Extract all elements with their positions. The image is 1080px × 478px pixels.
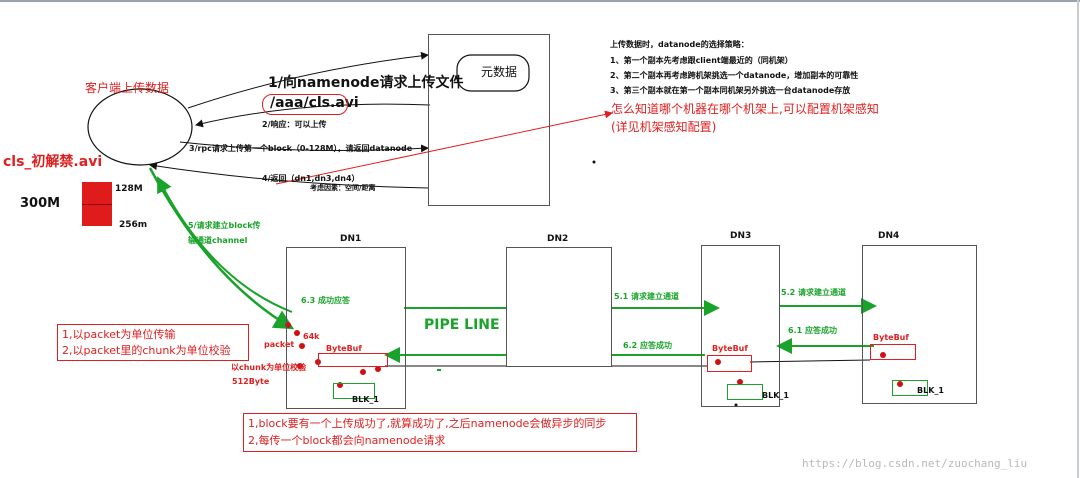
dn1-blk: BLK_1 <box>352 395 379 404</box>
pipeline-6-3: 6.3 成功应答 <box>301 296 350 305</box>
dot <box>592 160 596 164</box>
arrow-rack-note <box>275 110 613 185</box>
dn3-bytebuf: ByteBuf <box>712 344 748 353</box>
arrow-response-ok <box>195 103 431 128</box>
dn1-blk-box <box>333 383 375 399</box>
file-name: cls_初解禁.avi <box>3 154 103 170</box>
dot <box>734 403 738 407</box>
dn3-box <box>701 245 780 407</box>
step-5-label-1: 5/请求建立block传 <box>188 221 261 230</box>
arrow-channel-request <box>148 167 295 330</box>
strategy-item-3: 3、第三个副本就在第一个副本同机架另外挑选一台datanode存放 <box>610 86 851 95</box>
block-divider <box>82 204 112 205</box>
arrow-request-upload <box>187 51 429 109</box>
arrow-rpc-block <box>179 141 429 153</box>
client-label: 客户端上传数据 <box>85 81 170 95</box>
path-highlight <box>262 94 348 115</box>
dn1-box <box>286 247 406 409</box>
dn1-bytebuf: ByteBuf <box>326 344 362 353</box>
block-note-1: 1,block要有一个上传成功了,就算成功了,之后namenode会做异步的同步 <box>248 417 607 430</box>
namenode-box <box>428 34 550 206</box>
rack-note-2: (详见机架感知配置) <box>611 120 717 134</box>
block-1-size: 128M <box>115 184 143 194</box>
step-3-label: 3/rpc请求上传第一个block（0-128M），请返回datanode <box>189 144 413 153</box>
dn4-blk: BLK_1 <box>917 386 944 395</box>
watermark: https://blog.csdn.net/zuochang_liu <box>802 457 1028 470</box>
packet-note-box: 1,以packet为单位传输 2,以packet里的chunk为单位校验 <box>57 324 249 361</box>
dn3-bytebuf-box <box>707 355 752 372</box>
dn1-64k: 64k <box>303 332 320 341</box>
dn4-bytebuf-box <box>870 344 916 360</box>
dn1-chunk-note: 以chunk为单位校验 <box>231 363 307 372</box>
dn2-label: DN2 <box>547 234 569 244</box>
dn3-label: DN3 <box>730 231 752 241</box>
arrow-return-datanodes <box>149 162 429 189</box>
dn1-label: DN1 <box>340 234 362 244</box>
step-1-label: 1/向namenode请求上传文件 <box>268 75 464 91</box>
file-blocks-bar <box>82 182 112 226</box>
dn1-packet: packet <box>264 340 295 349</box>
packet-note-1: 1,以packet为单位传输 <box>62 328 176 341</box>
dn4-blk-box <box>892 380 928 396</box>
step-4-note: 考虑因素：空间/距离 <box>310 184 376 192</box>
pipeline-5-2: 5.2 请求建立通道 <box>781 288 846 297</box>
dn4-bytebuf: ByteBuf <box>873 333 909 342</box>
dn1-bytebuf-box <box>318 353 388 367</box>
pipeline-5-1: 5.1 请求建立通道 <box>614 292 679 301</box>
dn3-blk: BLK_1 <box>762 391 789 400</box>
strategy-title: 上传数据时，datanode的选择策略： <box>610 40 749 49</box>
pipeline-6-1: 6.1 应答成功 <box>788 326 837 335</box>
step-5-label-2: 输通道channel <box>188 236 248 245</box>
flow-line-dn3-dn4 <box>749 359 871 363</box>
dn1-chunk-size: 512Byte <box>232 377 270 386</box>
dn2-box <box>506 247 612 367</box>
path-label: /aaa/cls.avi <box>270 95 359 111</box>
pipeline-title: PIPE LINE <box>424 317 500 333</box>
dn4-label: DN4 <box>878 231 900 241</box>
rack-note-1: 怎么知道哪个机器在哪个机架上,可以配置机架感知 <box>611 102 879 116</box>
arrow-success-ack <box>157 176 293 313</box>
block-note-box: 1,block要有一个上传成功了,就算成功了,之后namenode会做异步的同步… <box>243 413 637 452</box>
metadata-rounded-box <box>456 54 530 92</box>
file-size: 300M <box>20 196 61 211</box>
packet-note-2: 2,以packet里的chunk为单位校验 <box>62 344 231 357</box>
dn4-box <box>862 245 977 404</box>
dn3-blk-box <box>727 384 763 400</box>
step-2-label: 2/响应：可以上传 <box>262 120 327 129</box>
packet-dots <box>285 322 903 388</box>
strategy-item-2: 2、第二个副本再考虑跨机架挑选一个datanode，增加副本的可靠性 <box>610 71 859 80</box>
block-2-size: 256m <box>119 220 148 230</box>
strategy-item-1: 1、第一个副本先考虑跟client端最近的（同机架） <box>610 56 793 65</box>
client-ellipse <box>87 88 193 166</box>
block-note-2: 2,每传一个block都会向namenode请求 <box>248 434 446 447</box>
pipeline-6-2: 6.2 应答成功 <box>623 341 672 350</box>
step-4-label: 4/返回（dn1,dn3,dn4） <box>262 174 360 183</box>
metadata-label: 元数据 <box>481 65 518 79</box>
